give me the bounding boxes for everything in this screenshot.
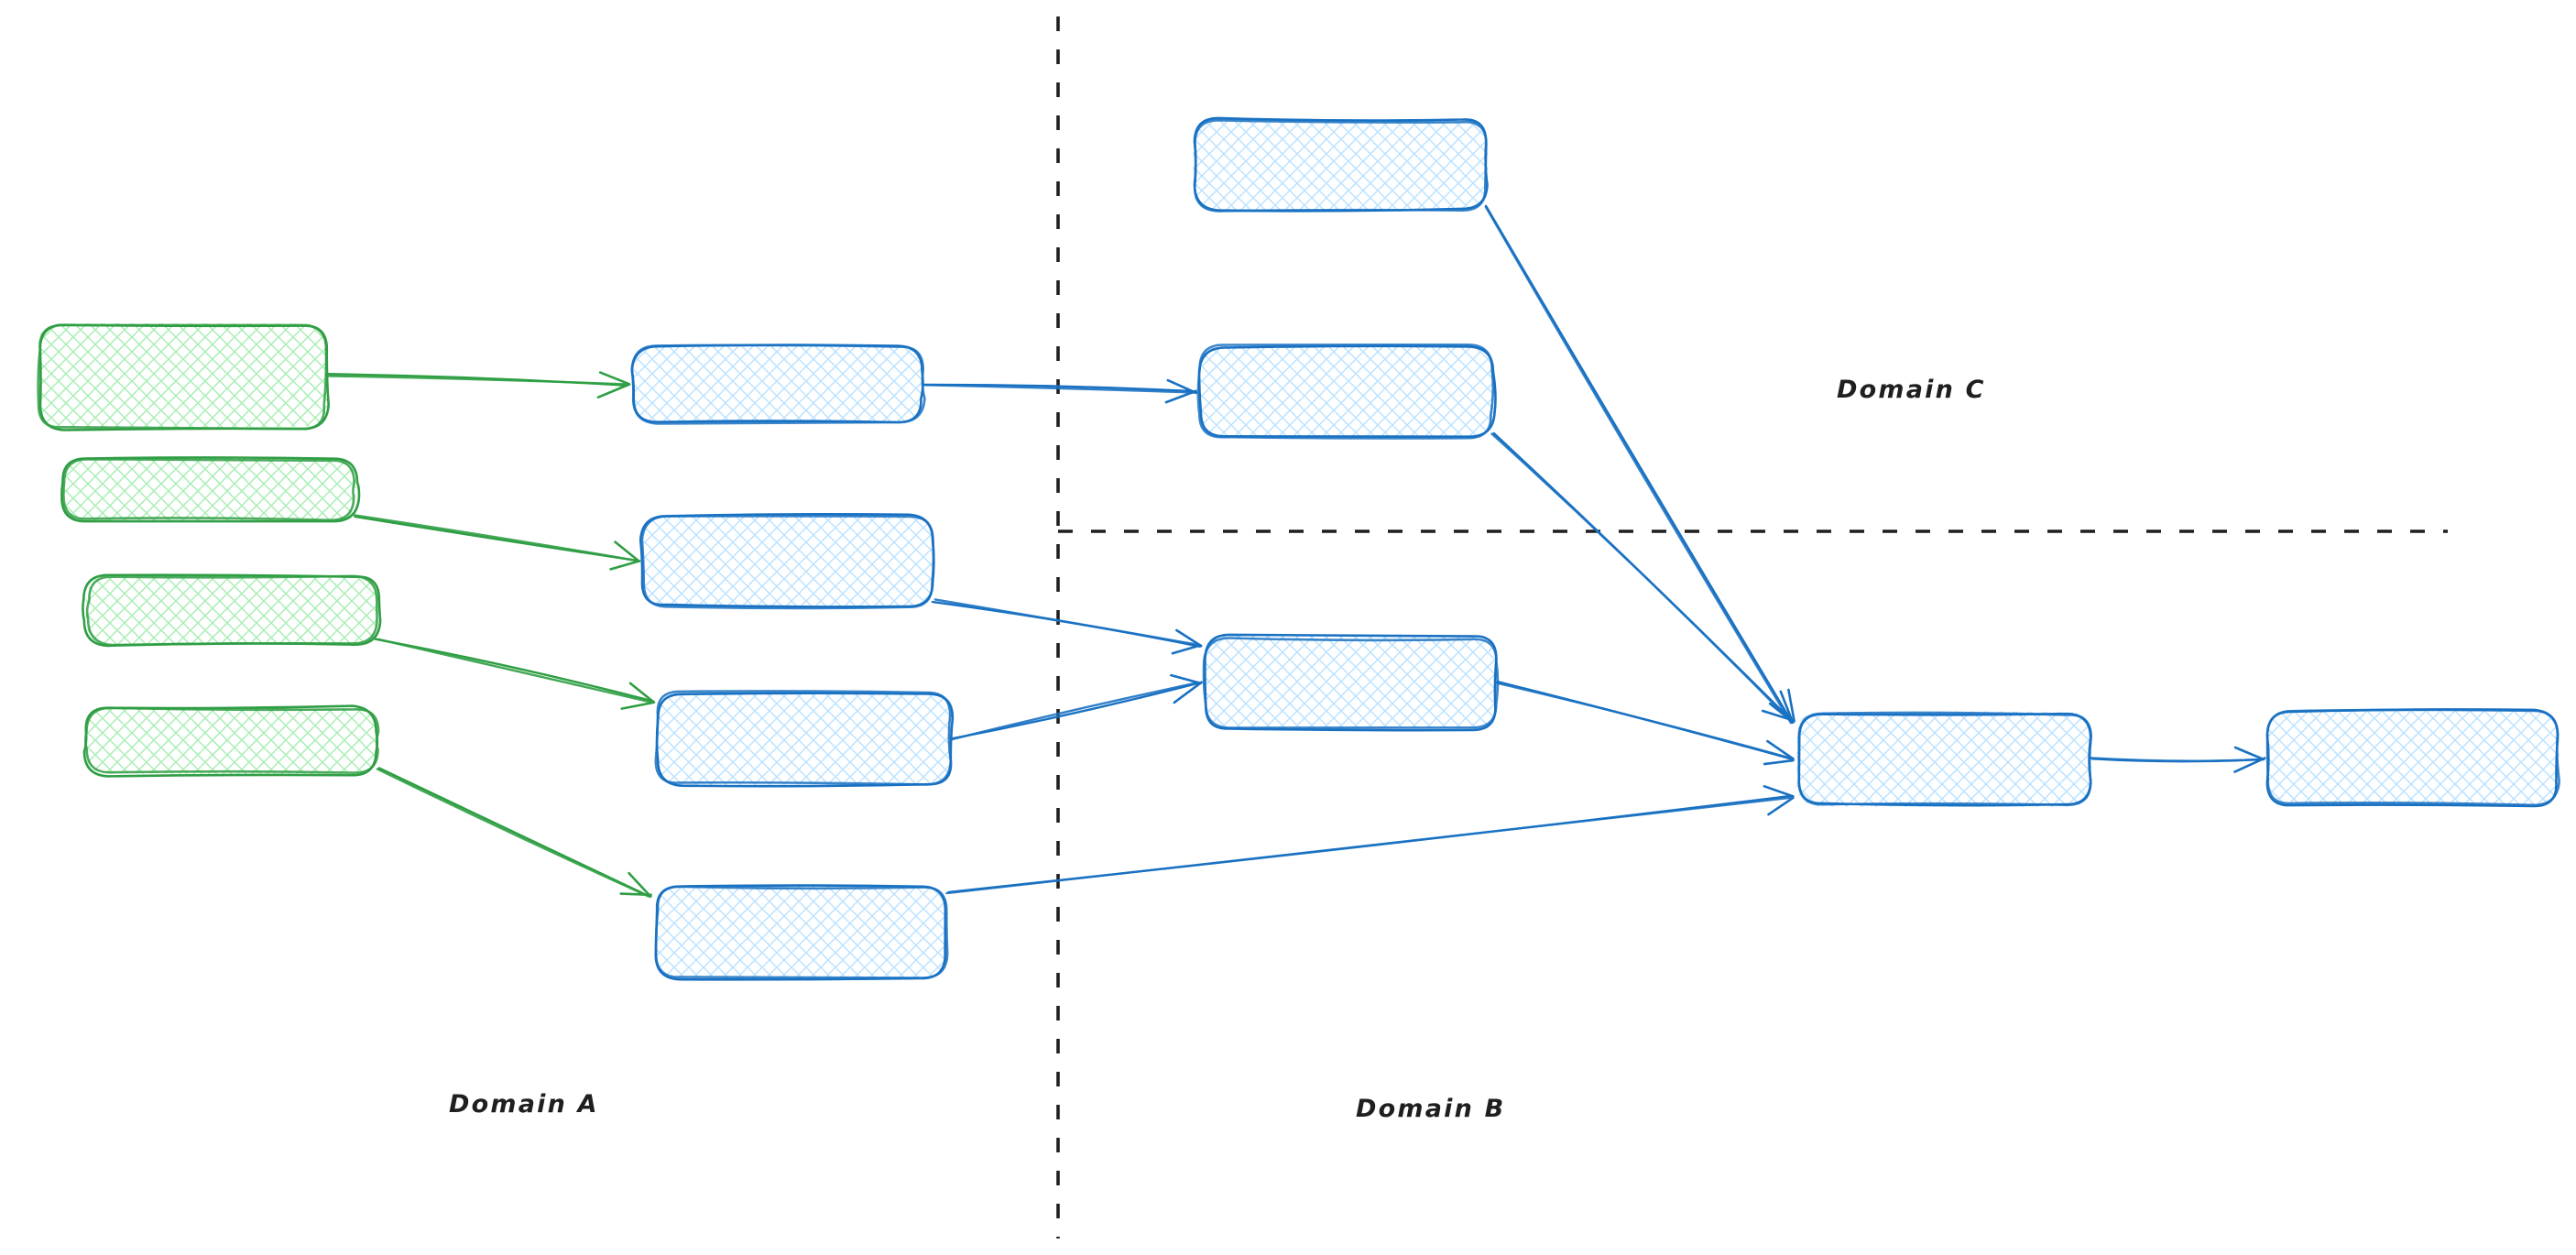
diagram-edge <box>1490 431 1796 725</box>
diagram-edge <box>922 378 1198 404</box>
diagram-node[interactable] <box>82 573 382 648</box>
diagram-node[interactable] <box>639 512 935 610</box>
domain-label-a: Domain A <box>449 1090 599 1119</box>
domain-label-b: Domain B <box>1356 1095 1506 1123</box>
diagram-edge <box>1484 204 1796 725</box>
diagram-edge <box>945 785 1795 895</box>
diagram-edge <box>1495 681 1795 766</box>
node-layer <box>37 116 2561 981</box>
diagram-edge <box>931 598 1203 655</box>
diagram-node[interactable] <box>1196 343 1497 440</box>
diagram-node[interactable] <box>654 690 955 788</box>
diagram-edge <box>324 371 631 398</box>
diagram-node[interactable] <box>37 323 331 431</box>
diagram-node[interactable] <box>1193 116 1489 213</box>
diagram-node[interactable] <box>1202 633 1500 732</box>
divider-layer <box>1056 16 2448 1239</box>
diagram-edge <box>374 638 656 710</box>
domain-label-c: Domain C <box>1837 376 1986 404</box>
diagram-edge <box>354 514 641 571</box>
diagram-node[interactable] <box>1796 711 2093 807</box>
diagram-edge <box>376 767 652 899</box>
diagram-edge <box>949 673 1203 741</box>
diagram-node[interactable] <box>630 344 926 425</box>
diagram-edge <box>2090 746 2266 773</box>
diagram-node[interactable] <box>82 704 380 778</box>
diagram-node[interactable] <box>2265 708 2561 808</box>
diagram-node[interactable] <box>654 884 949 981</box>
diagram-node[interactable] <box>60 456 361 523</box>
edge-layer <box>324 204 2266 899</box>
